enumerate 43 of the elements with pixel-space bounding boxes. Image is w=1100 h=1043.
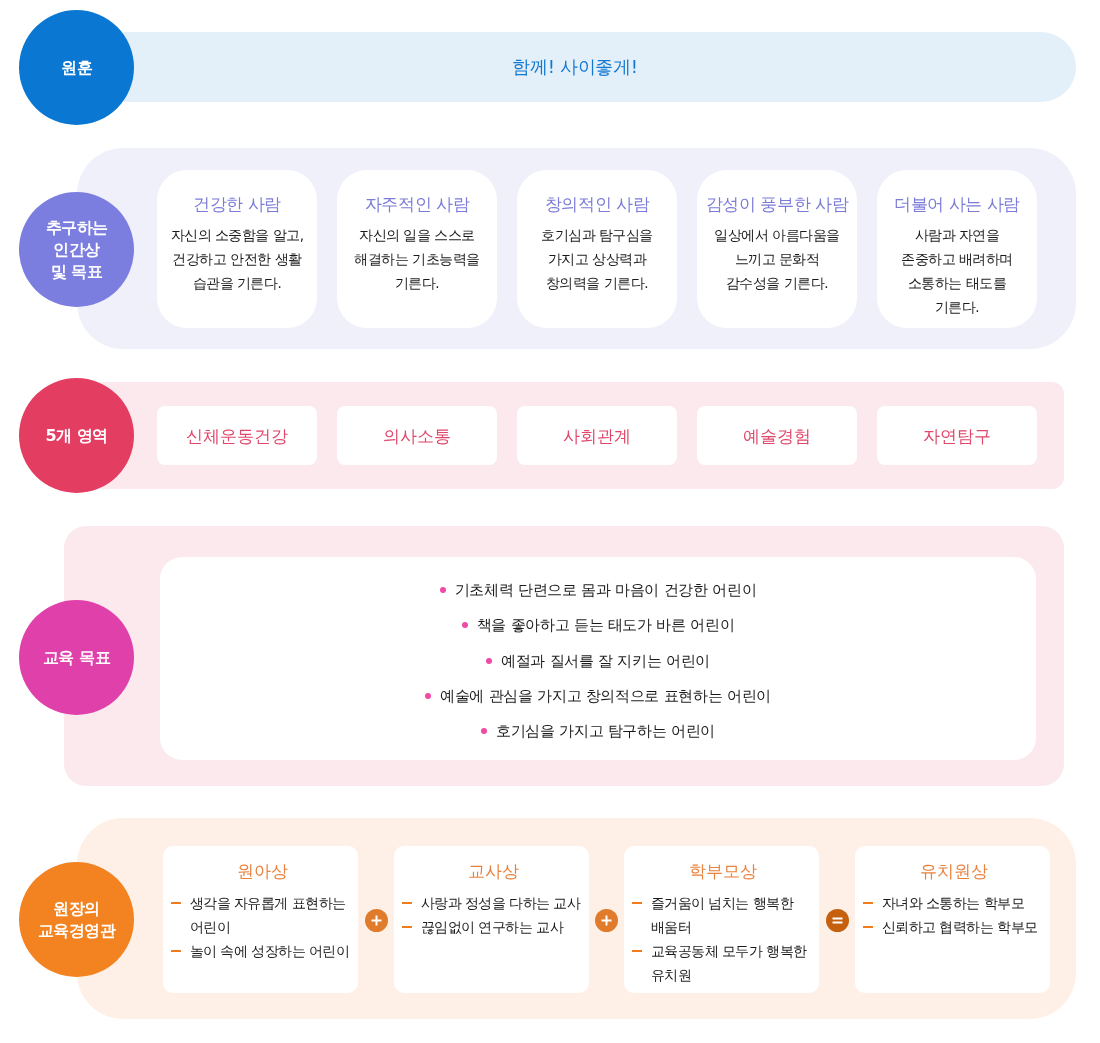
card-heading: 건강한 사람 [192,194,282,216]
list-item-text: 생각을 자유롭게 표현하는 어린이 [189,894,347,937]
list-item-text: 놀이 속에 성장하는 어린이 [189,942,350,961]
card-heading: 창의적인 사람 [543,194,651,216]
motto-text: 함께! 사이좋게! [512,55,638,79]
card-description: 자신의 소중함을 알고, 건강하고 안전한 생활 습관을 기른다. [169,226,305,293]
profile-card [855,846,1050,993]
card-heading: 자주적인 사람 [363,194,471,216]
section-heading: 5개 영역 [45,424,108,447]
card-description: 일상에서 아름다움을 느끼고 문화적 감수성을 기른다. [713,226,841,293]
card-heading: 학부모상 [688,860,758,882]
goal-text: 예술에 관심을 가지고 창의적으로 표현하는 어린이 [439,685,771,707]
section-heading: 추구하는 인간상 및 목표 [44,216,109,283]
list-item-text: 즐거움이 넘치는 행복한 배움터 [650,894,795,937]
list-item-text: 신뢰하고 협력하는 학부모 [881,918,1038,937]
section-heading: 원장의 교육경영관 [36,897,117,942]
area-label: 의사소통 [383,424,451,447]
card-description: 호기심과 탐구심을 가지고 상상력과 창의력을 기른다. [540,226,654,293]
card-heading: 감성이 풍부한 사람 [704,194,850,216]
card-heading: 유치원상 [919,860,989,882]
card-heading: 더불어 사는 사람 [893,194,1021,216]
profile-card [163,846,358,993]
goal-card [160,557,1036,760]
goal-text: 기초체력 단련으로 몸과 마음이 건강한 어린이 [454,580,757,602]
card-heading: 교사상 [466,860,520,882]
section-heading: 원훈 [61,56,92,79]
area-label: 사회관계 [563,424,631,447]
profile-card [624,846,819,993]
card-description: 자신의 일을 스스로 해결하는 기초능력을 기른다. [353,226,481,293]
card-description: 사람과 자연을 존중하고 배려하며 소통하는 태도를 기른다. [900,226,1014,317]
list-item-text: 자녀와 소통하는 학부모 [881,894,1025,913]
area-label: 예술경험 [743,424,811,447]
section-heading: 교육 목표 [42,646,111,669]
goal-text: 예절과 질서를 잘 지키는 어린이 [501,650,710,672]
list-item-text: 끊임없이 연구하는 교사 [420,918,564,937]
profile-card [394,846,589,993]
goal-text: 호기심을 가지고 탐구하는 어린이 [495,720,716,742]
area-label: 자연탐구 [923,424,991,447]
goal-text: 책을 좋아하고 듣는 태도가 바른 어린이 [476,615,735,637]
list-item-text: 사랑과 정성을 다하는 교사 [420,894,581,913]
card-heading: 원아상 [235,860,289,882]
list-item-text: 교육공동체 모두가 행복한 유치원 [650,942,808,985]
area-label: 신체운동건강 [186,424,288,447]
